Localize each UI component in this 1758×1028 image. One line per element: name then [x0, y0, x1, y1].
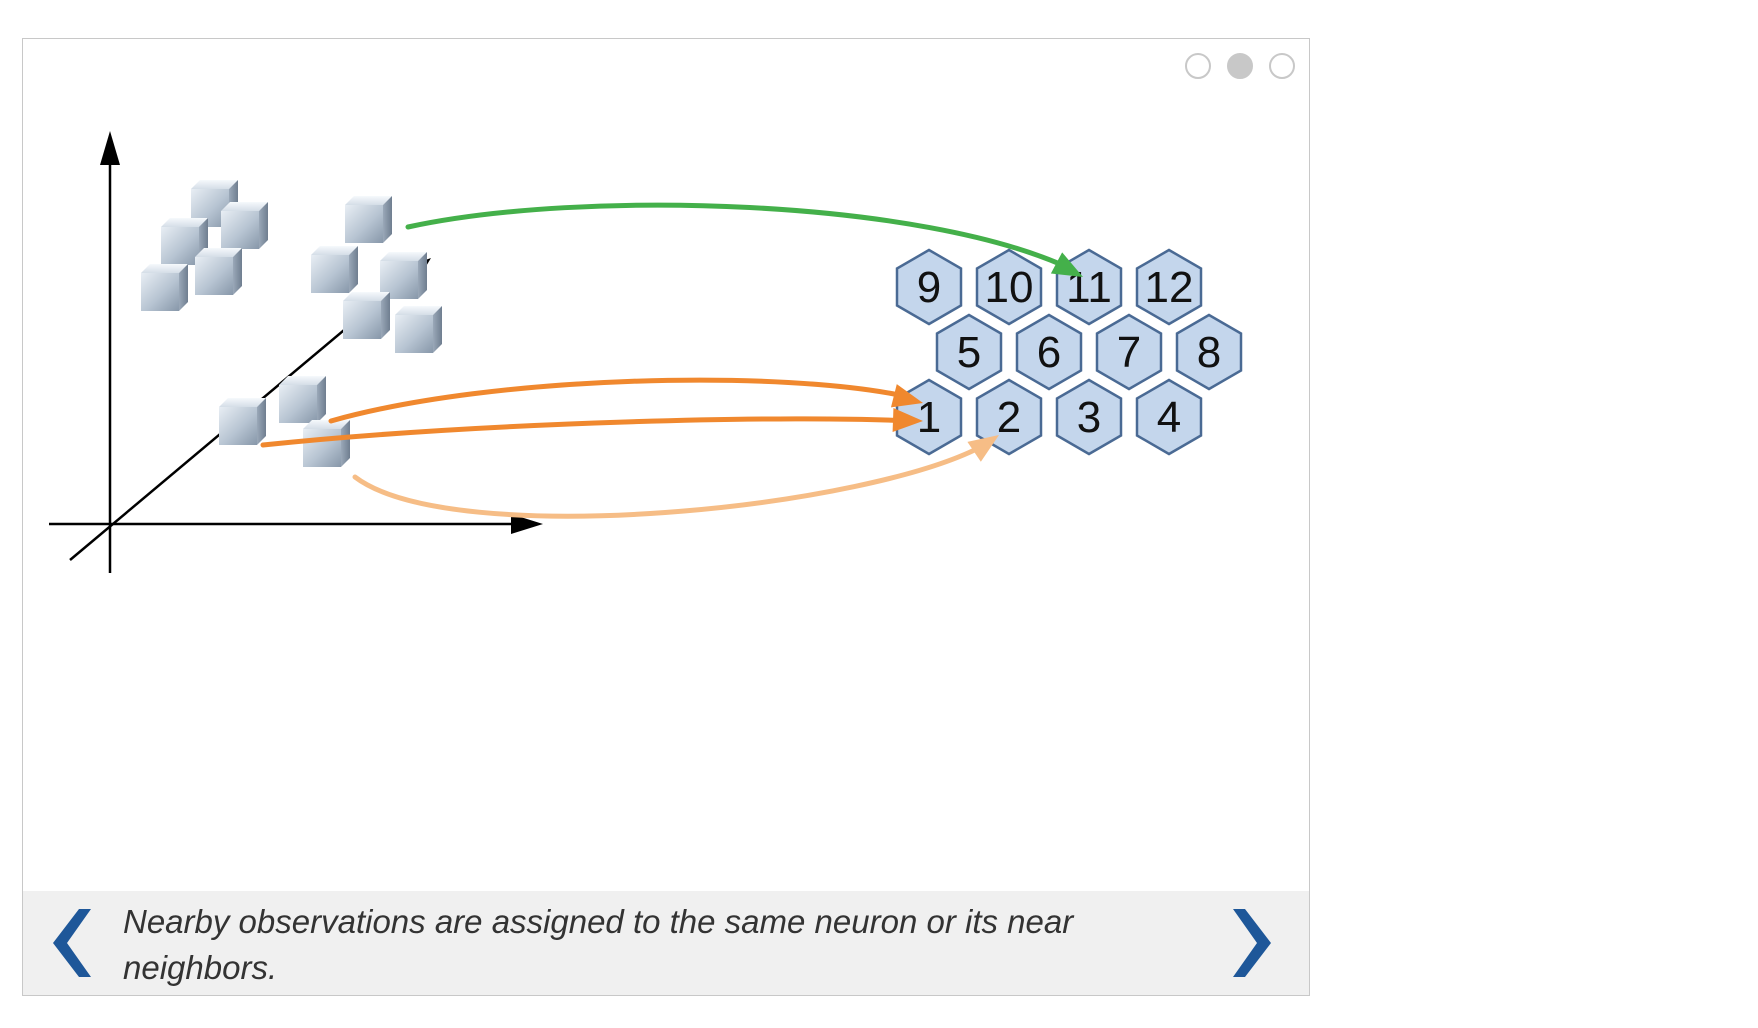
mapping-arrowhead — [892, 407, 923, 432]
neuron-9: 9 — [895, 248, 963, 326]
pager-dot-3[interactable] — [1269, 53, 1295, 79]
neuron-6: 6 — [1015, 313, 1083, 391]
neuron-5: 5 — [935, 313, 1003, 391]
neuron-label: 6 — [1037, 328, 1061, 377]
neuron-label: 5 — [957, 328, 981, 377]
observation-cubes — [141, 180, 442, 467]
neuron-7: 7 — [1095, 313, 1163, 391]
observation-cube — [195, 248, 242, 295]
neuron-label: 1 — [917, 393, 941, 442]
pager-dot-1[interactable] — [1185, 53, 1211, 79]
neuron-label: 4 — [1157, 393, 1181, 442]
x-axis-arrowhead — [511, 514, 543, 534]
chevron-left-icon — [53, 909, 91, 977]
mapping-arrows — [260, 202, 1074, 519]
observation-cube — [141, 264, 188, 311]
mapping-arrow-to-neuron-2 — [352, 440, 991, 519]
slide-pager — [1185, 53, 1295, 79]
neuron-label: 12 — [1145, 263, 1194, 312]
neuron-label: 7 — [1117, 328, 1141, 377]
observation-cube — [395, 306, 442, 353]
caption-bar: Nearby observations are assigned to the … — [23, 891, 1309, 995]
neuron-4: 4 — [1135, 378, 1203, 456]
chevron-right-icon — [1233, 909, 1271, 977]
neuron-label: 3 — [1077, 393, 1101, 442]
y-axis-arrowhead — [100, 131, 120, 165]
observation-cube — [161, 218, 208, 265]
neuron-10: 10 — [975, 248, 1043, 326]
mapping-arrow-to-neuron-11 — [405, 202, 1074, 272]
slide-caption: Nearby observations are assigned to the … — [123, 903, 1074, 986]
pager-dot-2[interactable] — [1227, 53, 1253, 79]
neuron-3: 3 — [1055, 378, 1123, 456]
observation-cube — [303, 420, 350, 467]
observation-cube — [279, 376, 326, 423]
mapping-arrowhead — [890, 384, 923, 408]
neuron-label: 10 — [985, 263, 1034, 312]
next-slide-button[interactable] — [1225, 905, 1285, 981]
observation-cube — [380, 252, 427, 299]
neuron-label: 8 — [1197, 328, 1221, 377]
mapping-arrowheads — [890, 252, 1083, 462]
axes-3d — [49, 131, 543, 573]
mapping-arrow-to-neuron-1 — [328, 377, 912, 424]
observation-cube — [343, 292, 390, 339]
mapping-arrowhead — [967, 435, 999, 462]
mapping-arrowhead — [1050, 252, 1083, 277]
observation-cube — [345, 196, 392, 243]
neuron-label: 9 — [917, 263, 941, 312]
observation-cube — [221, 202, 268, 249]
neuron-2: 2 — [975, 378, 1043, 456]
previous-slide-button[interactable] — [39, 905, 99, 981]
observation-cube — [219, 398, 266, 445]
mapping-arrow-to-neuron-1 — [260, 416, 912, 448]
neuron-label: 2 — [997, 393, 1021, 442]
neuron-12: 12 — [1135, 248, 1203, 326]
neuron-8: 8 — [1175, 313, 1243, 391]
observation-cube — [311, 246, 358, 293]
